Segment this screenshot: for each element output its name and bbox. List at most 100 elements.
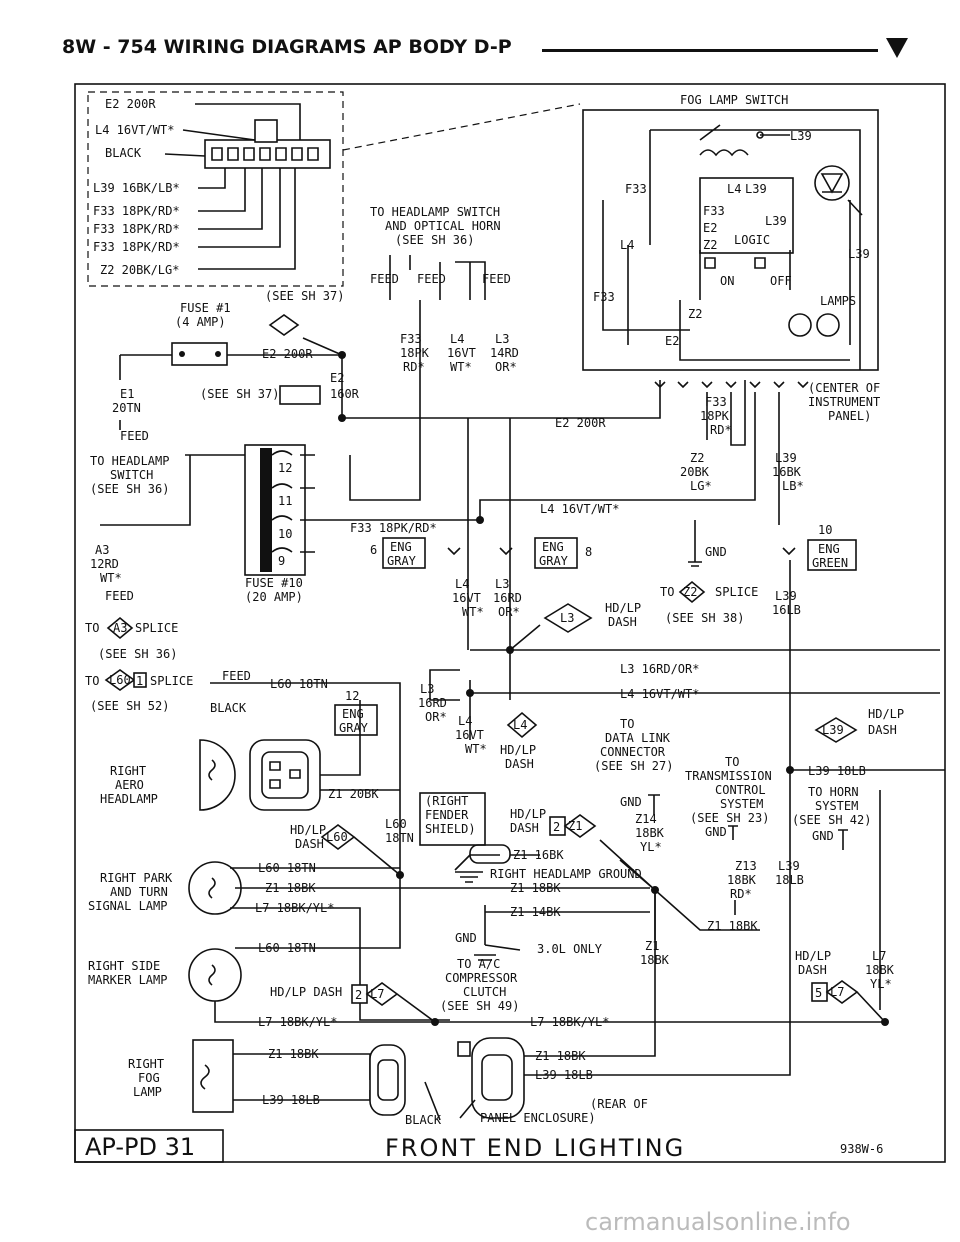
connector-label: ENG <box>818 542 840 556</box>
wire-label: (SEE SH 27) <box>594 759 673 773</box>
lamp-bulb-icon <box>816 313 840 337</box>
fuse-links <box>271 450 330 553</box>
wire-label: E2 200R <box>555 416 606 430</box>
eng-green-connector <box>807 539 857 571</box>
wire-label: TRANSMISSION <box>685 769 772 783</box>
connector-dash-link <box>342 103 581 151</box>
wire-label: RD* <box>710 423 732 437</box>
headlamp-ref: (SEE SH 36) <box>395 233 474 247</box>
wire-label: CONTROL <box>715 783 766 797</box>
feed-label: FEED <box>417 272 446 286</box>
wire-label: PANEL) <box>828 409 871 423</box>
wire-label: 18PK <box>700 409 730 423</box>
wire-label: L3 <box>495 577 509 591</box>
connector-label: L4 <box>513 718 527 732</box>
fog-lamp-wires <box>233 1053 441 1121</box>
wire-label: Z1 <box>645 939 659 953</box>
fog-label: F33 <box>593 290 615 304</box>
wire-label: DATA LINK <box>605 731 671 745</box>
inline-connector <box>782 547 796 556</box>
wire-label: Z1 18BK <box>707 919 758 933</box>
wire-label: PANEL ENCLOSURE) <box>480 1111 596 1125</box>
connector-label: 1 <box>136 674 143 688</box>
wire-label: FEED <box>120 429 149 443</box>
headlamp-area: TO L60 1 SPLICE FEED L60 18TN (SEE SH 52… <box>85 669 848 1030</box>
fuse-label: FUSE #1 <box>180 301 231 315</box>
ground-label: GND <box>455 931 477 945</box>
wire-label: (CENTER OF <box>808 381 880 395</box>
wire-label: SYSTEM <box>720 797 763 811</box>
wire-label: (SEE SH 37) <box>265 289 344 303</box>
wire-label: DASH <box>510 821 539 835</box>
fog-label: L4 <box>727 182 741 196</box>
wire-label: TO HEADLAMP <box>90 454 169 468</box>
connector-z1-icon <box>563 814 597 838</box>
wire-label: 160R <box>330 387 360 401</box>
connector-pins <box>211 147 319 161</box>
ground-label: GND <box>705 825 727 839</box>
wire-label: (SEE SH 42) <box>792 813 871 827</box>
feed-wires <box>389 255 486 300</box>
component-label: AND TURN <box>110 885 168 899</box>
wire-label: 16LB <box>772 603 801 617</box>
wire-label: L60 18TN <box>258 861 316 875</box>
connector-label: 2 <box>553 820 560 834</box>
connector-label: 12 <box>345 689 359 703</box>
wire-label: 18BK <box>727 873 757 887</box>
wire-label: (RIGHT <box>425 794 468 808</box>
wire-label: COMPRESSOR <box>445 971 518 985</box>
wire-label: L39 <box>775 589 797 603</box>
wire-label: RD* <box>730 887 752 901</box>
fog-label: L39 <box>765 214 787 228</box>
connector-label: 2 <box>355 988 362 1002</box>
mid-wires <box>479 380 780 525</box>
conn-label: L4 16VT/WT* <box>95 123 174 137</box>
fuse-number: 10 <box>278 527 292 541</box>
connector-outline <box>87 91 344 287</box>
wire-label: TO <box>85 621 99 635</box>
fog-label: ON <box>720 274 734 288</box>
wire-label: Z13 <box>735 859 757 873</box>
ground-symbol-icon <box>474 944 521 961</box>
wire-label: 14RD <box>490 346 519 360</box>
engine-connectors: 6 ENG GRAY ENG GRAY 8 GND 10 ENG GREEN A… <box>85 520 857 661</box>
side-marker-wires <box>214 875 435 1023</box>
wire-label: F33 <box>705 395 727 409</box>
ground-label: GND <box>620 795 642 809</box>
wire-label: E2 <box>330 371 344 385</box>
wire-label: WT* <box>450 360 472 374</box>
connector-label: 6 <box>370 543 377 557</box>
wire-label: L3 <box>420 682 434 696</box>
eng-gray-connector <box>382 537 426 569</box>
fog-label: E2 <box>665 334 679 348</box>
headlamp-ref: AND OPTICAL HORN <box>385 219 501 233</box>
side-marker-filament-icon <box>208 964 216 986</box>
connector-label: L7 <box>370 987 384 1001</box>
wire-label: 20TN <box>112 401 141 415</box>
conn-label: F33 18PK/RD* <box>93 222 180 236</box>
wire-label: OR* <box>495 360 517 374</box>
wire-label: Z2 <box>690 451 704 465</box>
park-lamp-filament-icon <box>208 877 216 899</box>
wire-label: DASH <box>608 615 637 629</box>
wire-label: HD/LP <box>795 949 831 963</box>
wire-label: YL* <box>640 840 662 854</box>
wire-label: L39 18LB <box>262 1093 320 1107</box>
wire-label: HD/LP <box>290 823 326 837</box>
ground-symbol-icon <box>648 794 660 815</box>
component-label: HEADLAMP <box>100 792 158 806</box>
diagram-frame <box>74 83 946 1163</box>
wire-label: (SEE SH 52) <box>90 699 169 713</box>
splice-pin <box>133 672 147 688</box>
wire-label: INSTRUMENT <box>808 395 880 409</box>
central-harness: L3 16RD/OR* L4 16VT/WT* L3 16RD OR* L4 1… <box>418 418 945 1010</box>
wire-label: (SEE SH 49) <box>440 999 519 1013</box>
fuse-block-body <box>244 444 306 576</box>
headlamp-ref: TO HEADLAMP SWITCH <box>370 205 500 219</box>
fuse-number: 9 <box>278 554 285 568</box>
ac-wires <box>484 905 650 945</box>
connector-l3-icon <box>543 603 593 633</box>
component-label: RIGHT <box>110 764 146 778</box>
fuse-block-feeds <box>100 420 245 526</box>
